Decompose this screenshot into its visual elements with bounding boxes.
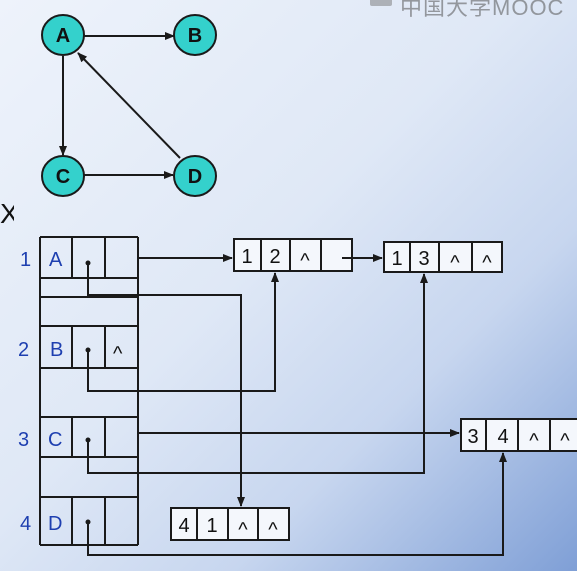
graph-node-d-label: D (188, 166, 202, 188)
arc-hlink-null: ^ (450, 252, 460, 274)
graph-node-a: A (41, 14, 85, 56)
vertex-label-a: A (49, 249, 63, 271)
watermark-text: 中国大学MOOC (400, 0, 565, 20)
directed-graph: A B C D (41, 14, 217, 197)
graph-node-d: D (173, 155, 217, 197)
pointers (87, 254, 507, 556)
vertex-label-c: C (48, 429, 62, 451)
arc-hlink-null: ^ (300, 250, 310, 272)
vertex-row-1: 1 A (20, 249, 63, 271)
vertex-index-1: 1 (20, 249, 31, 271)
graph-node-c: C (41, 155, 85, 197)
arc-head: 3 (418, 248, 429, 270)
vertex-row-2: 2 B ^ (18, 339, 123, 365)
arc-head: 4 (497, 426, 508, 448)
arc-tlink-null: ^ (482, 252, 492, 274)
arc-hlink-null: ^ (529, 430, 539, 452)
pointer-c-firstin (87, 273, 428, 474)
arc-tail: 1 (241, 246, 252, 268)
mooc-logo-icon (370, 0, 392, 6)
arc-head: 2 (269, 246, 280, 268)
vertex-index-4: 4 (20, 513, 31, 535)
arc-head: 1 (206, 515, 217, 537)
arc-tlink-null: ^ (560, 430, 570, 452)
arc-node-3-4: 3 4 ^ ^ (460, 418, 577, 452)
pointer-d-firstin (87, 452, 507, 556)
graph-node-b-label: B (188, 25, 202, 47)
graph-node-b: B (173, 14, 217, 56)
arc-node-1-2: 1 2 ^ (233, 238, 353, 272)
arc-node-4-1: 4 1 ^ ^ (170, 507, 290, 541)
watermark: 中国大学MOOC (370, 0, 577, 20)
arc-tail: 4 (178, 515, 189, 537)
null-symbol: ^ (113, 343, 123, 365)
arc-tail: 3 (467, 426, 478, 448)
pointer-dots (85, 260, 91, 525)
edge-d-a (77, 52, 181, 159)
arc-node-1-3: 1 3 ^ ^ (383, 241, 503, 274)
arc-tlink-null: ^ (268, 519, 278, 541)
vertex-index-3: 3 (18, 429, 29, 451)
vertex-label-d: D (48, 513, 62, 535)
graph-node-a-label: A (56, 25, 70, 47)
arc-hlink-null: ^ (238, 519, 248, 541)
pointer-a-firstin (87, 263, 245, 507)
vertex-row-3: 3 C (18, 429, 62, 451)
vertex-label-b: B (50, 339, 63, 361)
vertex-row-4: 4 D (20, 513, 62, 535)
pointer-b-firstin (87, 272, 279, 392)
graph-node-c-label: C (56, 166, 70, 188)
arc-tail: 1 (391, 248, 402, 270)
cropped-text-fragment: X (0, 198, 14, 229)
vertex-index-2: 2 (18, 339, 29, 361)
